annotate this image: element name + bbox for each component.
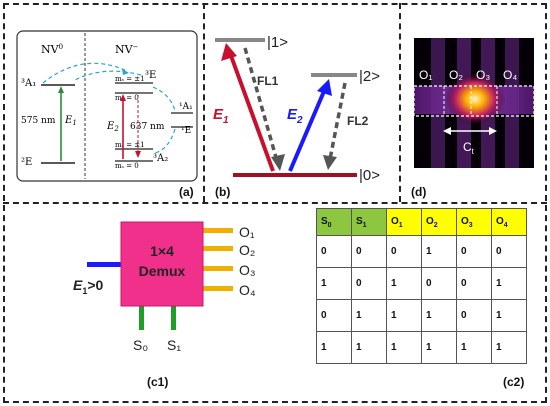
o1-label: O₁ — [419, 68, 432, 82]
detector-window — [413, 85, 535, 117]
cell: 1 — [351, 299, 387, 332]
panel-a-label: (a) — [179, 185, 194, 199]
recombination-curve — [72, 70, 142, 82]
select-0-label: S₀ — [133, 337, 148, 353]
panel-d-label: (d) — [411, 185, 427, 199]
optical-output-image: O₁ O₂ O₃ O₄ Ct — [413, 38, 535, 168]
cell: 0 — [456, 299, 492, 332]
cell: 1 — [316, 331, 352, 364]
cell: 1 — [386, 331, 422, 364]
table-row: 0 1 1 1 0 1 — [316, 299, 527, 332]
level-2E-label: ²E — [21, 157, 32, 168]
table-row: 1 0 1 0 0 1 — [316, 267, 527, 300]
cell: 0 — [421, 267, 457, 300]
cell: 0 — [351, 235, 387, 268]
output-1-label: O₁ — [239, 224, 255, 240]
header-o3: O3 — [456, 208, 492, 236]
ket0-label: |0> — [359, 167, 380, 184]
demux-block-diagram: 1×4 Demux E1>0 O₁ O₂ O₃ O₄ S₀ S₁ — [73, 221, 256, 353]
level-1E-label: ¹E — [181, 126, 191, 136]
cell: 0 — [351, 267, 387, 300]
fl2-label: FL2 — [347, 114, 369, 128]
level-3A1-label: ³A₁ — [21, 78, 36, 89]
ms-0-bot: mₛ = 0 — [115, 162, 139, 170]
e1-arrow — [228, 52, 275, 172]
ionization-curve — [42, 62, 128, 84]
fl1-label: FL1 — [257, 74, 279, 88]
divider-ab — [203, 3, 205, 202]
o4-label: O₄ — [503, 68, 517, 82]
three-level-diagram: |1> |2> |0> FL1 FL2 E1 E2 — [213, 34, 380, 184]
cell: 1 — [491, 267, 527, 300]
cell: 0 — [491, 235, 527, 268]
level-3A2-label: ³A₂ — [153, 153, 168, 164]
panel-c1-label: (c1) — [147, 375, 169, 389]
ms-pm1-top: mₛ = ±1 — [115, 75, 145, 83]
header-s0: S0 — [316, 208, 352, 236]
output-4-label: O₄ — [239, 282, 256, 298]
ct-label: Ct — [463, 140, 475, 156]
cell: 0 — [316, 235, 352, 268]
cell: 1 — [491, 299, 527, 332]
fl2-arrow — [328, 82, 347, 160]
nv0-label: NV0 — [41, 43, 63, 56]
cell: 1 — [316, 267, 352, 300]
divider-bd — [399, 3, 401, 202]
nm637-label: 637 nm — [130, 122, 165, 132]
demux-subtitle: Demux — [139, 263, 186, 279]
table-row: 0 0 0 1 0 0 — [316, 235, 527, 268]
cell: 1 — [421, 235, 457, 268]
o3-label: O₃ — [476, 68, 490, 82]
e2-arrow — [288, 88, 327, 172]
cell: 1 — [456, 331, 492, 364]
e2-label: E2 — [287, 106, 303, 126]
truth-table: S0 S1 O1 O2 O3 O4 0 0 0 1 0 0 1 0 1 0 0 … — [316, 208, 527, 364]
panel-c2: S0 S1 O1 O2 O3 O4 0 0 0 1 0 0 1 0 1 0 0 … — [303, 204, 547, 403]
cell: 0 — [386, 235, 422, 268]
cell: 0 — [316, 299, 352, 332]
level-1A1-label: ¹A₁ — [179, 102, 193, 112]
input-label: E1>0 — [73, 277, 104, 296]
output-3-label: O₃ — [239, 262, 256, 278]
output-2-label: O₂ — [239, 242, 255, 258]
panel-b: |1> |2> |0> FL1 FL2 E1 E2 (b) — [205, 3, 400, 203]
header-s1: S1 — [351, 208, 387, 236]
level-3E-label: ³E — [145, 70, 156, 81]
ket2-label: |2> — [359, 68, 380, 85]
cell: 1 — [351, 331, 387, 364]
panel-c2-label: (c2) — [503, 375, 525, 389]
panel-a: NV0 NV− ³A₁ ²E 575 nm E1 mₛ = ±1 mₛ = 0 … — [3, 3, 204, 203]
cell: 0 — [456, 267, 492, 300]
header-o4: O4 — [491, 208, 527, 236]
table-header-row: S0 S1 O1 O2 O3 O4 — [316, 208, 527, 236]
ms-0-top: mₛ = 0 — [115, 94, 139, 102]
demux-box — [120, 221, 204, 307]
nv-energy-diagram: NV0 NV− ³A₁ ²E 575 nm E1 mₛ = ±1 mₛ = 0 … — [16, 30, 198, 182]
table-row: 1 1 1 1 1 1 — [316, 331, 527, 364]
e1-label: E1 — [213, 106, 229, 126]
demux-title: 1×4 — [150, 243, 174, 259]
ms-pm1-bot: mₛ = ±1 — [115, 141, 145, 149]
nm575-label: 575 nm — [21, 116, 56, 126]
cell: 1 — [386, 267, 422, 300]
divider-top-bottom — [3, 202, 547, 204]
ket1-label: |1> — [267, 34, 288, 51]
panel-c1: 1×4 Demux E1>0 O₁ O₂ O₃ O₄ S₀ S₁ (c1) — [3, 204, 303, 403]
cell: 1 — [421, 331, 457, 364]
select-1-label: S₁ — [167, 337, 181, 353]
cell: 1 — [491, 331, 527, 364]
cell: 1 — [421, 299, 457, 332]
cell: 1 — [386, 299, 422, 332]
header-o1: O1 — [386, 208, 422, 236]
cell: 0 — [456, 235, 492, 268]
panel-d: O₁ O₂ O₃ O₄ Ct (d) — [401, 3, 547, 203]
o2-label: O₂ — [449, 68, 463, 82]
header-o2: O2 — [421, 208, 457, 236]
panel-b-label: (b) — [215, 185, 231, 199]
